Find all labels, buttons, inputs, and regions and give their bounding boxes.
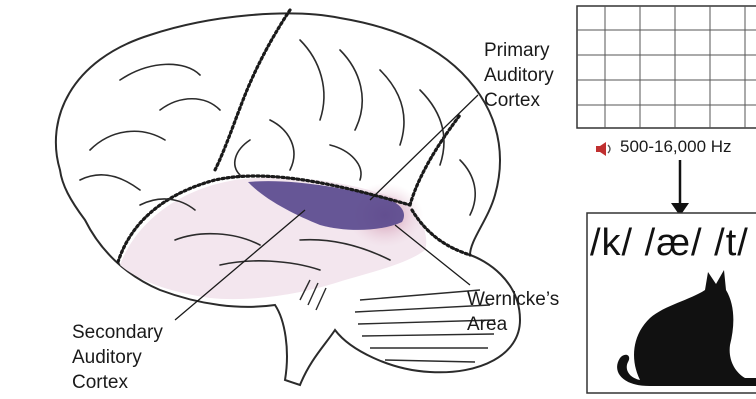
spectrogram-panel [577, 6, 756, 128]
phoneme-text: /k/ /æ/ /t/ [590, 222, 749, 265]
arrow-down-icon [671, 160, 689, 216]
primary-auditory-cortex-label: Primary Auditory Cortex [484, 38, 554, 113]
wernickes-area-label: Wernicke’s Area [467, 287, 559, 337]
frequency-range: 500-16,000 Hz [592, 137, 732, 157]
secondary-auditory-cortex-label: Secondary Auditory Cortex [72, 320, 163, 395]
frequency-range-text: 500-16,000 Hz [620, 137, 732, 157]
